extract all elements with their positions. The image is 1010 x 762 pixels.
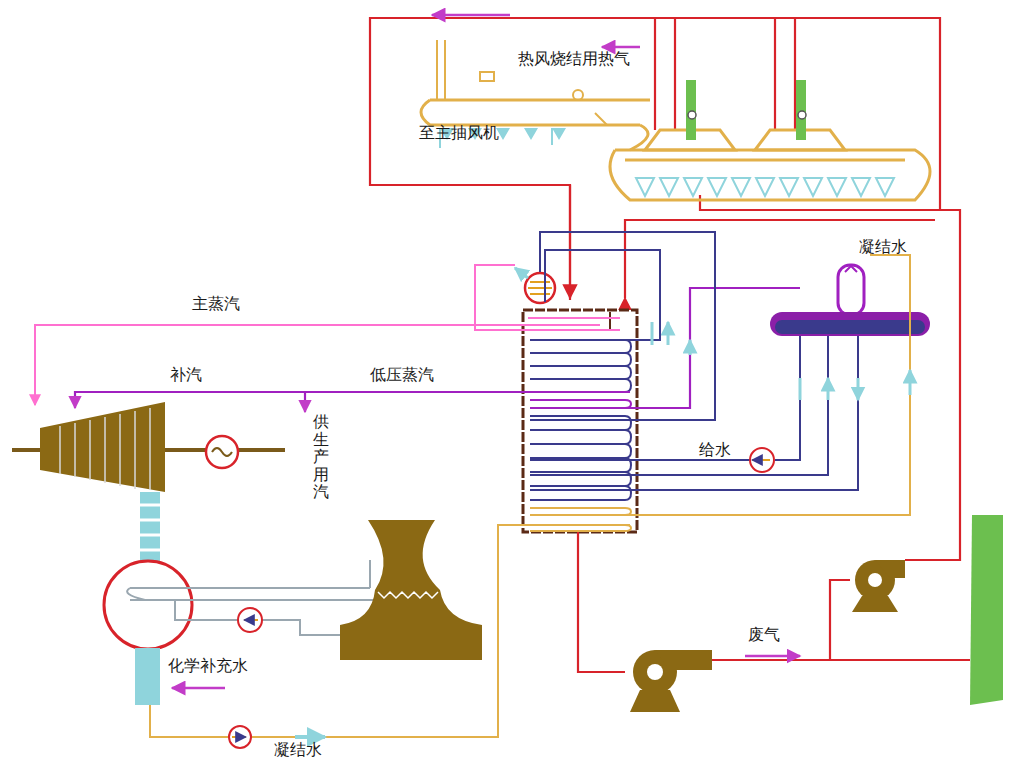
process-label: 至主抽风机 xyxy=(417,124,501,142)
stream-label: 废气 xyxy=(746,626,782,644)
feed-water-line xyxy=(530,232,858,490)
chimney xyxy=(970,515,1003,705)
stream-label: 凝结水 xyxy=(272,741,324,759)
exhaust-duct xyxy=(140,492,160,562)
hotwell xyxy=(135,648,160,705)
flow-arrow xyxy=(745,655,800,658)
stream-label: 化学补充水 xyxy=(166,657,250,675)
condensate-pump xyxy=(229,726,251,748)
stream-label: 供生产用汽 xyxy=(313,413,329,501)
exhaust-fan xyxy=(630,560,905,712)
boiler-coils xyxy=(530,340,631,531)
stream-label: 补汽 xyxy=(168,366,204,384)
condenser xyxy=(104,561,192,649)
deaerator xyxy=(770,265,930,336)
stream-label: 低压蒸汽 xyxy=(368,366,436,384)
feed-pump xyxy=(750,448,774,472)
hot-gas-duct xyxy=(370,18,970,672)
cooling-tower xyxy=(340,520,482,660)
sinter-machine xyxy=(421,40,930,200)
baffle xyxy=(609,312,611,330)
steam-drum xyxy=(525,273,555,303)
circulating-pump xyxy=(238,608,262,632)
stream-label: 主蒸汽 xyxy=(190,295,242,313)
stream-label: 凝结水 xyxy=(857,238,909,256)
steam-turbine xyxy=(12,402,285,492)
flow-arrow xyxy=(432,14,510,17)
process-label: 热风烧结用热气 xyxy=(516,50,632,68)
condensate-line xyxy=(530,255,910,515)
flow-arrow xyxy=(602,46,640,49)
stream-label: 给水 xyxy=(697,441,733,459)
